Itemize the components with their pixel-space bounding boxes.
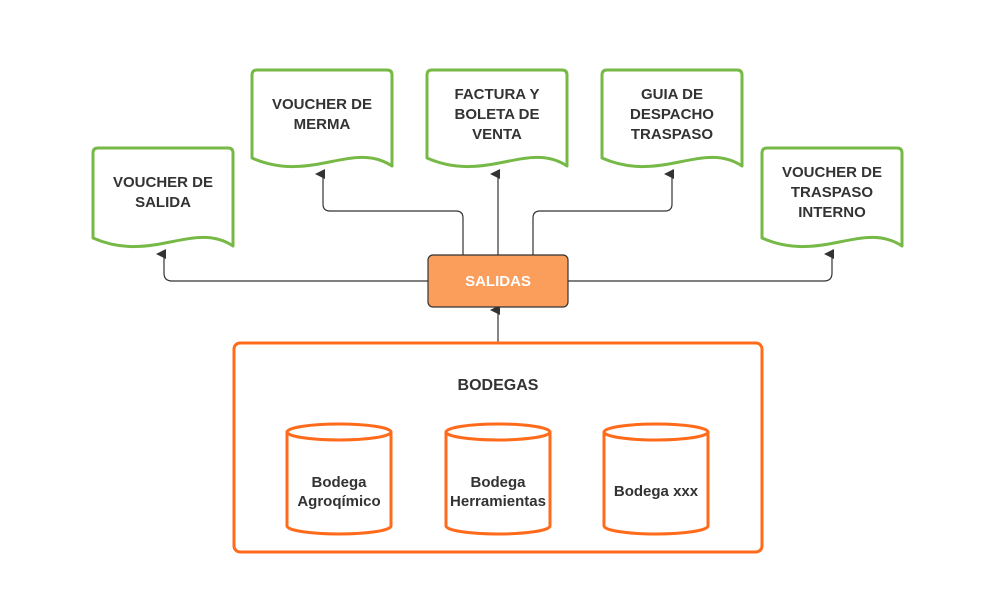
salidas-label: SALIDAS xyxy=(465,273,531,290)
document-shape xyxy=(91,146,235,248)
bodega-cylinders: BodegaAgroqímicoBodegaHerramientasBodega… xyxy=(285,422,710,536)
bodega-3[interactable]: Bodega xxx xyxy=(602,422,710,536)
bodega-label-line: Bodega xyxy=(311,474,367,491)
connector-salidas-voucher-traspaso xyxy=(568,249,834,282)
document-label-line: VOUCHER DE xyxy=(782,164,882,181)
document-4[interactable]: GUIA DE DESPACHO TRASPASO xyxy=(600,68,744,168)
salidas-box xyxy=(427,254,569,308)
document-shape xyxy=(425,68,569,168)
document-label-line: BOLETA DE xyxy=(455,106,540,123)
bodega-label-line: Bodega xyxy=(470,474,526,491)
bodega-label-line: Agroqímico xyxy=(297,493,380,510)
document-label-line: MERMA xyxy=(294,116,351,133)
document-label-line: VENTA xyxy=(472,126,522,143)
document-label-line: DESPACHO xyxy=(630,106,714,123)
connector-salidas-guia-despacho xyxy=(532,169,674,255)
document-label-line: INTERNO xyxy=(798,204,866,221)
document-1[interactable]: VOUCHER DE SALIDA xyxy=(91,146,235,248)
cylinder-body xyxy=(285,432,393,536)
document-shape xyxy=(760,146,904,248)
cylinder-top xyxy=(444,422,552,442)
document-label-line: TRASPASO xyxy=(631,126,714,143)
document-label-line: SALIDA xyxy=(135,194,191,211)
output-documents: VOUCHER DE SALIDA VOUCHER DE MERMA FACTURA Y… xyxy=(91,68,904,248)
document-label-line: TRASPASO xyxy=(791,184,874,201)
document-2[interactable]: VOUCHER DE MERMA xyxy=(250,68,394,168)
document-shape xyxy=(250,68,394,168)
connector-salidas-voucher-merma xyxy=(315,169,464,255)
document-label-line: VOUCHER DE xyxy=(113,174,213,191)
document-shape xyxy=(600,68,744,168)
document-label-line: GUIA DE xyxy=(641,86,703,103)
bodega-label-line: Herramientas xyxy=(450,493,546,510)
document-label-line: VOUCHER DE xyxy=(272,96,372,113)
cylinder-top xyxy=(285,422,393,442)
document-5[interactable]: VOUCHER DE TRASPASO INTERNO xyxy=(760,146,904,248)
salidas-node[interactable]: SALIDAS xyxy=(427,254,569,308)
document-label-line: FACTURA Y xyxy=(454,86,539,103)
connector-salidas-voucher-salida xyxy=(156,249,428,282)
connectors xyxy=(156,169,834,343)
cylinder-top xyxy=(602,422,710,442)
bodegas-title: BODEGAS xyxy=(458,377,539,394)
cylinder-body xyxy=(444,432,552,536)
document-3[interactable]: FACTURA Y BOLETA DE VENTA xyxy=(425,68,569,168)
cylinder-body xyxy=(602,432,710,536)
bodega-label-line: Bodega xxx xyxy=(614,483,699,500)
